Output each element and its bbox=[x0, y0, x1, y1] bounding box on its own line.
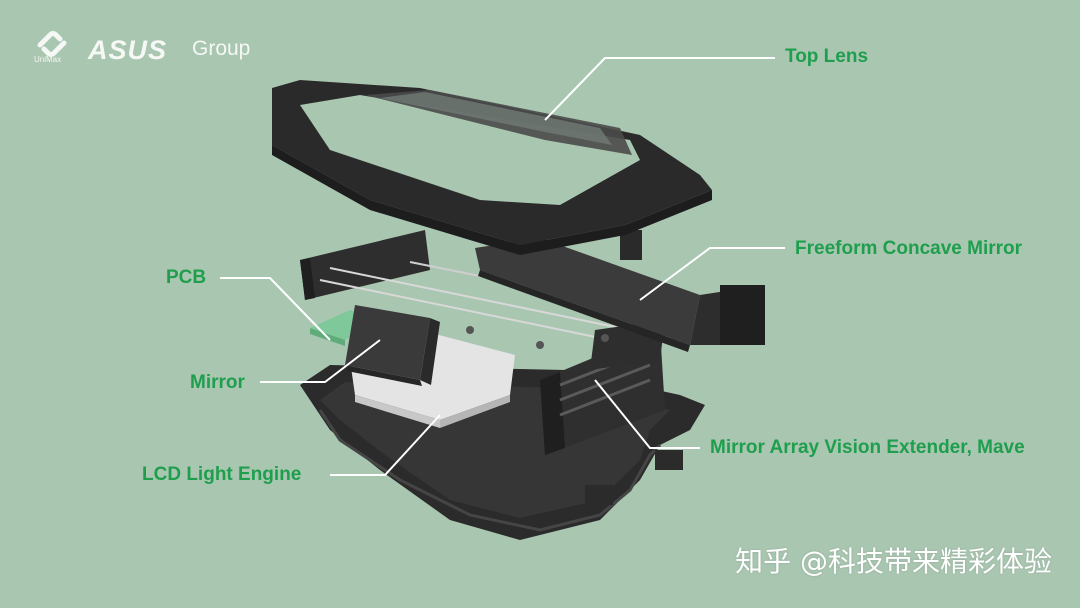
callout-line-lcd bbox=[330, 414, 441, 476]
label-freeform-mirror: Freeform Concave Mirror bbox=[795, 238, 1023, 259]
mirror-part bbox=[345, 305, 440, 386]
unimax-text: UniMax bbox=[34, 55, 62, 64]
watermark: 知乎 @科技带来精彩体验 bbox=[735, 545, 1052, 578]
label-mave: Mirror Array Vision Extender, Mave bbox=[710, 437, 1025, 458]
callout-line-mave bbox=[594, 379, 700, 449]
group-text: Group bbox=[192, 37, 251, 60]
unimax-logo-icon bbox=[37, 31, 67, 57]
freeform-mirror-part bbox=[475, 230, 765, 352]
label-pcb: PCB bbox=[166, 267, 207, 288]
callout-line-pcb bbox=[220, 277, 331, 341]
asus-logo: ASUS bbox=[88, 35, 168, 65]
callout-lines bbox=[220, 57, 785, 476]
callout-line-mirror bbox=[260, 339, 381, 383]
label-top-lens: Top Lens bbox=[785, 46, 869, 67]
top-lens-part bbox=[272, 80, 712, 255]
brand-logos bbox=[30, 30, 270, 75]
upper-frame bbox=[300, 230, 665, 370]
callout-line-freeform-mirror bbox=[639, 247, 785, 301]
label-mirror: Mirror bbox=[190, 372, 245, 393]
callout-line-top-lens bbox=[544, 57, 775, 121]
label-lcd-engine: LCD Light Engine bbox=[142, 464, 302, 485]
